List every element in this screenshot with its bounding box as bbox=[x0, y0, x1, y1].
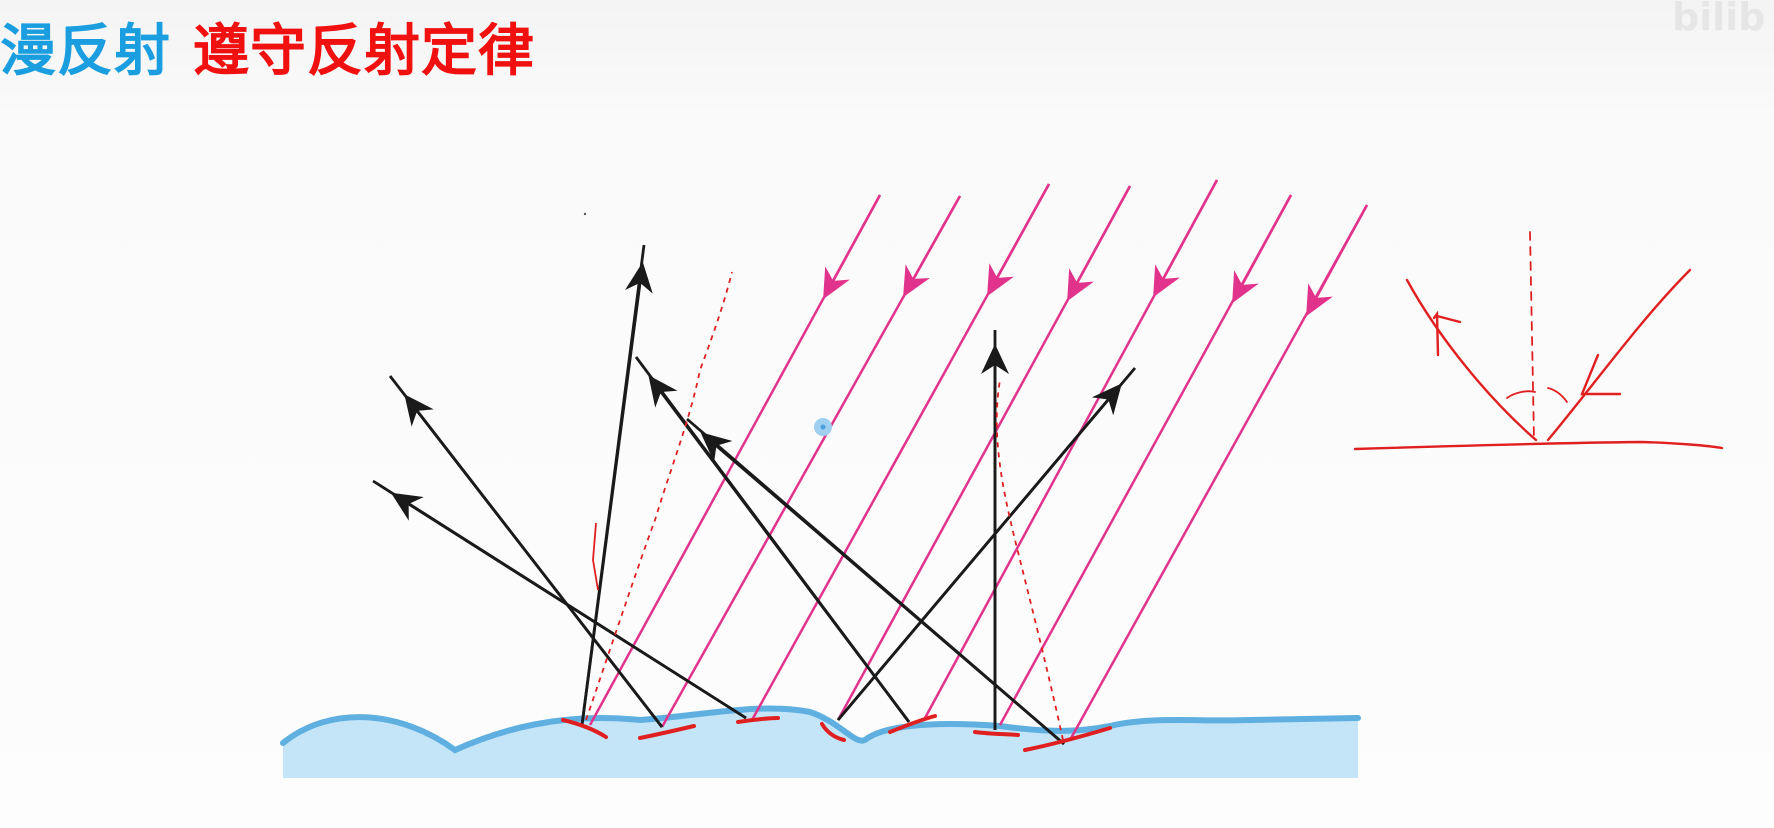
reflected-ray bbox=[836, 383, 1122, 721]
reflected-ray bbox=[580, 262, 653, 726]
reflected-ray bbox=[700, 432, 1065, 746]
reflection-law-sketch bbox=[1353, 231, 1724, 451]
tangent-mark bbox=[736, 716, 780, 724]
incident-ray bbox=[1153, 179, 1219, 298]
tangent-marks bbox=[561, 714, 1112, 752]
mirror-line bbox=[1353, 440, 1724, 451]
angle-arc bbox=[1506, 390, 1536, 399]
reflected-ray bbox=[648, 375, 911, 723]
tangent-mark bbox=[638, 724, 696, 740]
tangent-mark bbox=[561, 718, 608, 739]
reflected-line bbox=[1405, 278, 1538, 442]
normal-lines bbox=[585, 271, 1064, 741]
incident-ray bbox=[1306, 204, 1369, 317]
angle-arc bbox=[1547, 387, 1568, 403]
stray-dot bbox=[583, 212, 587, 216]
tangent-mark bbox=[973, 730, 1020, 737]
incident-ray bbox=[823, 194, 882, 300]
reflected-rays bbox=[372, 244, 1137, 746]
reflected-ray bbox=[390, 492, 747, 720]
tangent-mark bbox=[820, 722, 846, 742]
title-obeys-law: 遵守反射定律 bbox=[193, 19, 535, 84]
reflected-arrowhead bbox=[1432, 310, 1440, 357]
normal-line bbox=[995, 379, 1064, 741]
incident-ray bbox=[903, 195, 962, 298]
reflected-arrowhead bbox=[1435, 314, 1462, 324]
title-diffuse-reflection: 漫反射 bbox=[0, 19, 171, 84]
normal-line bbox=[585, 271, 733, 721]
normal-dashed bbox=[1529, 231, 1535, 441]
tangent-mark bbox=[1023, 726, 1112, 752]
page-title: 漫反射遵守反射定律 bbox=[0, 12, 535, 92]
rough-surface-line bbox=[280, 705, 1361, 754]
reflected-ray bbox=[404, 394, 664, 728]
tangent-mark bbox=[888, 714, 937, 734]
incident-line bbox=[1546, 268, 1692, 442]
cursor-dot bbox=[814, 418, 832, 436]
normal-scribble bbox=[592, 522, 599, 591]
incident-arrowhead bbox=[1580, 353, 1622, 396]
incident-ray bbox=[987, 183, 1051, 297]
incident-ray bbox=[1067, 185, 1132, 302]
rough-surface-fill bbox=[283, 708, 1358, 778]
incident-ray bbox=[1232, 194, 1293, 304]
watermark-logo: bilib bbox=[1672, 0, 1765, 39]
incident-rays bbox=[588, 179, 1369, 741]
